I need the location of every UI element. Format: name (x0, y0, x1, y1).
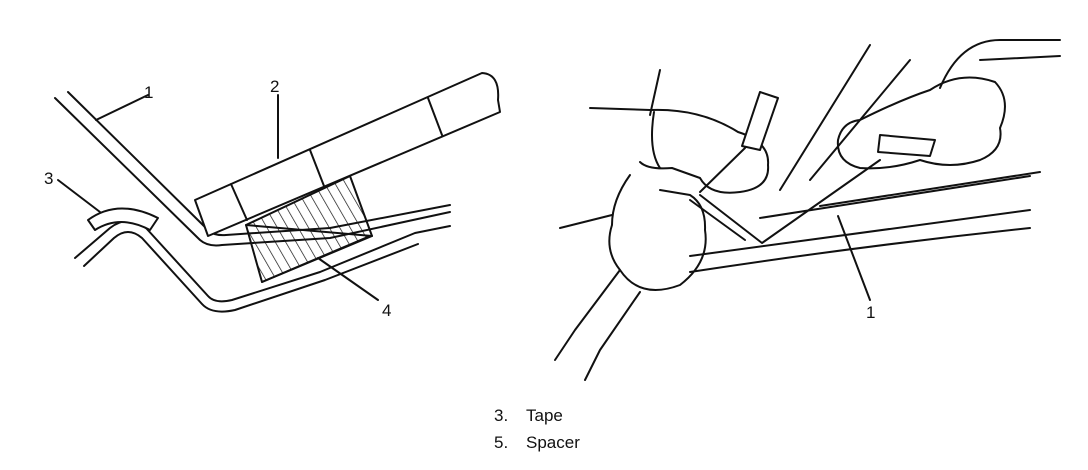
callout-1-right: 1 (866, 303, 875, 322)
legend-label: Tape (526, 406, 563, 425)
cutting-wire (699, 159, 881, 244)
legend: 3. Tape 5. Spacer (494, 402, 580, 456)
cross-section-diagram (54, 72, 501, 313)
glass-panel (54, 97, 451, 247)
legend-row: 5. Spacer (494, 429, 580, 456)
legend-row: 3. Tape (494, 402, 580, 429)
tape (87, 207, 159, 231)
callout-3: 3 (44, 169, 53, 188)
callout-1-left: 1 (144, 83, 153, 102)
callout-2: 2 (270, 77, 279, 96)
left-hand-glove (589, 107, 770, 194)
tool-bar (194, 72, 501, 237)
legend-label: Spacer (526, 433, 580, 452)
callout-4: 4 (382, 301, 391, 320)
wire-cutting-illustration (554, 39, 1061, 381)
legend-number: 5. (494, 433, 509, 452)
lower-hand-glove (608, 174, 707, 291)
glass-edge (689, 209, 1031, 257)
legend-number: 3. (494, 406, 509, 425)
